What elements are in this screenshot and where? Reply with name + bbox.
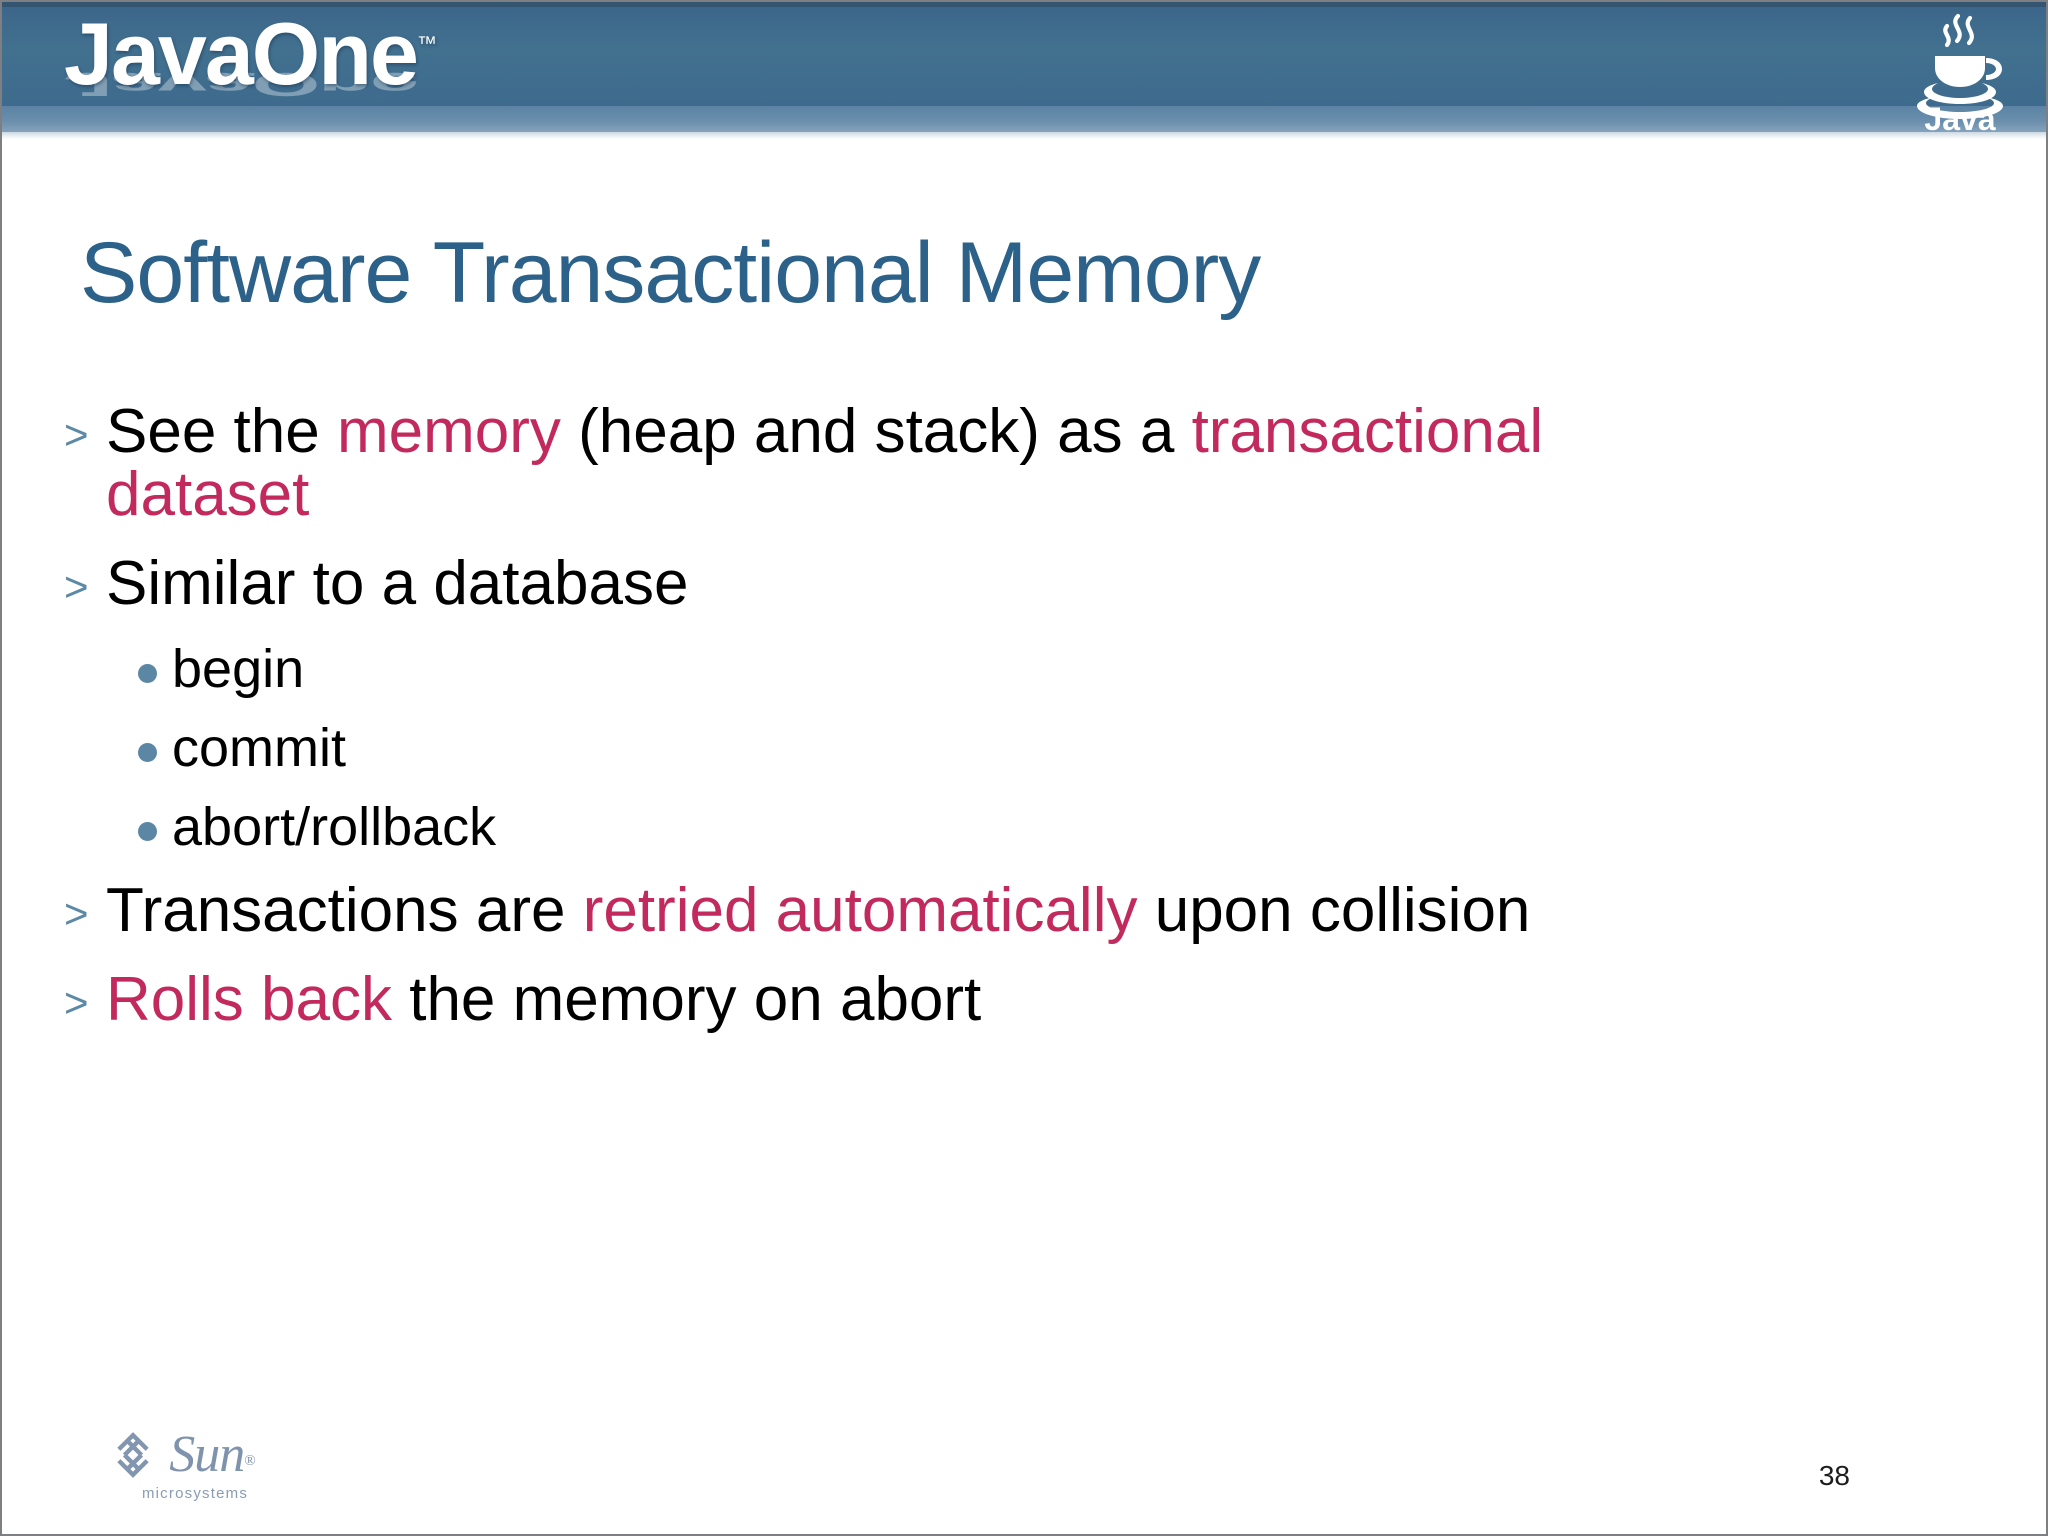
chevron-bullet-icon: > — [64, 889, 89, 937]
bullet-run: See the — [106, 397, 337, 466]
bullet-run: upon collision — [1137, 875, 1531, 945]
bullet-run: (heap and stack) as a — [560, 397, 1192, 466]
dot-bullet-icon — [138, 821, 157, 841]
registered-mark: ® — [244, 1453, 255, 1469]
page-number: 38 — [1818, 1460, 1850, 1491]
slide-body: > See the memory (heap and stack) as a tr… — [60, 400, 1700, 1057]
header-accent-strip — [2, 106, 2046, 132]
javaone-logo-text: JavaOne — [64, 4, 419, 103]
sun-diamond-icon — [117, 1432, 149, 1478]
bullet-item: >Transactions are retried automatically … — [60, 879, 1700, 942]
sun-logo-row: Sun® — [105, 1426, 256, 1483]
header-strip-fade — [2, 132, 2046, 139]
chevron-bullet-icon: > — [64, 563, 89, 611]
sun-wordmark-text: Sun — [169, 1426, 245, 1483]
bullet-run-highlight: transactional dataset — [106, 397, 1544, 530]
sub-bullet-run: abort/rollback — [172, 796, 497, 857]
dot-bullet-icon — [138, 742, 157, 762]
java-wordmark: Java — [1924, 101, 1995, 132]
bullet-run: Similar to a database — [106, 549, 689, 619]
bullet-item: >Similar to a database — [60, 552, 1700, 615]
page-title: Software Transactional Memory — [80, 225, 1261, 321]
slide-header-banner — [2, 2, 2046, 106]
sun-tagline: microsystems — [141, 1485, 249, 1502]
java-coffee-cup-logo: Java — [1900, 6, 2020, 132]
bullet-run-highlight: Rolls back — [106, 965, 392, 1035]
java-logo-svg: Java — [1917, 13, 2003, 132]
javaone-logo: JavaOne™ — [64, 10, 437, 98]
sun-microsystems-logo: Sun® microsystems — [90, 1427, 270, 1502]
sub-bullet-item: begin — [60, 638, 1700, 699]
sub-bullet-run: begin — [172, 638, 305, 699]
bullet-run-highlight: memory — [336, 397, 561, 466]
bullet-run: Transactions are — [106, 875, 583, 945]
trademark-mark: ™ — [416, 33, 437, 55]
sub-bullet-item: abort/rollback — [60, 796, 1700, 857]
chevron-bullet-icon: > — [64, 411, 89, 458]
sun-wordmark: Sun® — [169, 1426, 255, 1483]
bullet-item: >Rolls back the memory on abort — [60, 968, 1700, 1031]
dot-bullet-icon — [138, 663, 157, 683]
bullet-run-highlight: retried automatically — [582, 875, 1138, 945]
bullet-item: > See the memory (heap and stack) as a tr… — [60, 397, 1700, 530]
sub-bullet-run: commit — [172, 717, 346, 778]
sub-bullet-item: commit — [60, 717, 1700, 778]
header-top-rule — [2, 2, 2046, 7]
chevron-bullet-icon: > — [64, 979, 89, 1027]
bullet-run: the memory on abort — [392, 965, 982, 1035]
